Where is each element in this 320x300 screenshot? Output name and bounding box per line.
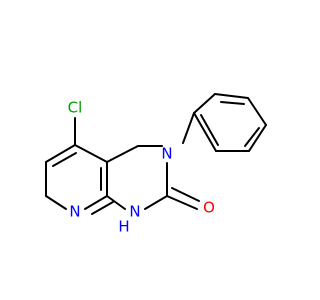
nh-hydrogen-atom-label: H xyxy=(118,218,129,236)
molecule-canvas: Cl N N N H O xyxy=(45,93,267,236)
bond xyxy=(247,97,267,126)
bond xyxy=(193,112,217,152)
bond xyxy=(182,112,195,144)
bond xyxy=(74,144,108,163)
bond xyxy=(166,195,198,210)
bond xyxy=(52,152,77,167)
bond xyxy=(244,127,260,147)
bond xyxy=(248,124,267,152)
phenyl-ring xyxy=(193,93,267,152)
bond xyxy=(200,114,219,146)
bond xyxy=(144,195,168,210)
bond xyxy=(106,145,139,163)
oxygen-atom-label: O xyxy=(203,199,215,217)
bond xyxy=(45,195,67,210)
nh-nitrogen-atom-label: N xyxy=(129,203,140,221)
bond xyxy=(220,101,245,105)
bond xyxy=(91,201,114,215)
chemical-structure-drawing: Cl N N N H O xyxy=(45,93,267,236)
bond xyxy=(45,144,76,163)
bond xyxy=(106,195,126,210)
ring-nitrogen-atom-label: N xyxy=(161,145,172,163)
bond xyxy=(171,187,200,202)
bond xyxy=(84,195,108,210)
pyridine-nitrogen-atom-label: N xyxy=(69,203,80,221)
bond xyxy=(193,93,216,114)
chlorine-atom-label: Cl xyxy=(68,99,83,117)
bond xyxy=(214,93,249,99)
